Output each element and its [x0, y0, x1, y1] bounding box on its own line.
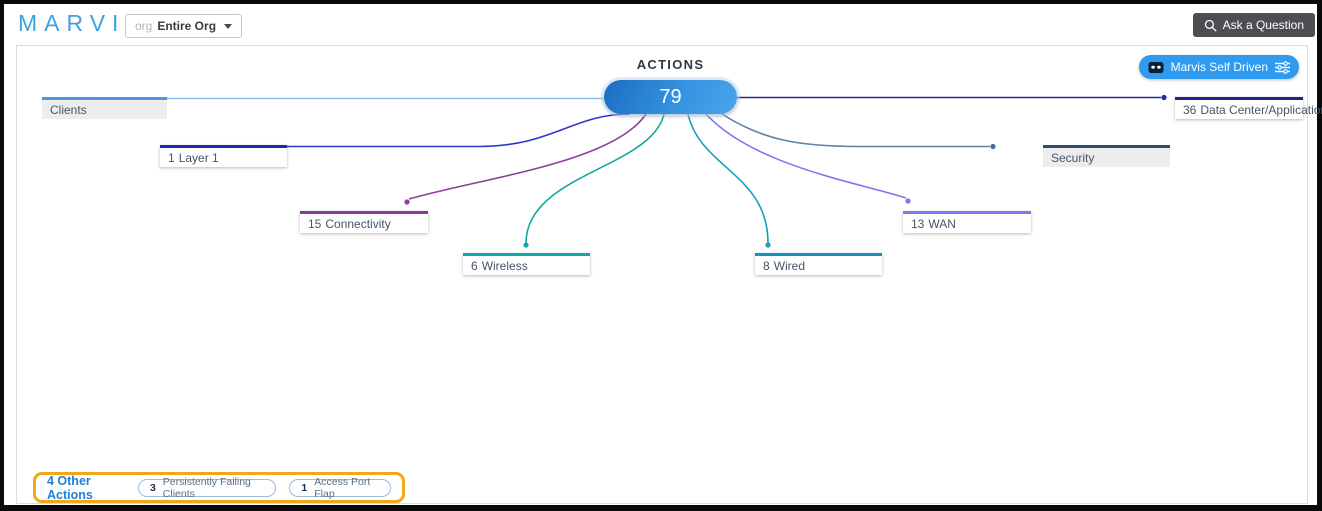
edge-dot-datacenter	[1161, 94, 1167, 101]
edge-wireless	[525, 113, 665, 244]
edge-dot-security	[990, 143, 996, 150]
node-label: Layer 1	[178, 150, 219, 165]
edge-dot-wired	[765, 242, 771, 248]
marvis-self-driven-button[interactable]: Marvis Self Driven	[1138, 55, 1299, 79]
node-label: Connectivity	[325, 216, 391, 231]
node-datacenter[interactable]: 36 Data Center/Application	[1175, 97, 1322, 119]
org-scope-dropdown[interactable]: org Entire Org	[125, 14, 243, 38]
sliders-icon	[1275, 60, 1290, 74]
node-count: 8	[763, 258, 770, 273]
marvis-self-driven-label: Marvis Self Driven	[1170, 60, 1268, 74]
connector-edges	[167, 94, 1167, 248]
node-count: 1	[168, 150, 175, 165]
node-count: 15	[308, 216, 322, 231]
edge-layer1	[287, 113, 631, 148]
ask-a-question-label: Ask a Question	[1222, 18, 1304, 32]
chevron-down-icon	[224, 23, 233, 29]
other-action-label: Access Port Flap	[314, 475, 371, 500]
node-label: Wired	[773, 258, 806, 273]
other-action-count: 3	[149, 481, 156, 494]
actions-total-node[interactable]: 79	[604, 80, 737, 114]
search-icon	[1204, 19, 1217, 32]
edge-connectivity	[408, 113, 647, 200]
other-actions-highlight: 4 Other Actions 3 Persistently Failing C…	[33, 472, 405, 503]
node-security[interactable]: Security	[1043, 145, 1170, 167]
node-wan[interactable]: 13 WAN	[903, 211, 1031, 233]
actions-title: ACTIONS	[636, 57, 705, 72]
other-action-persistently-failing-clients[interactable]: 3 Persistently Failing Clients	[137, 475, 277, 500]
node-wireless[interactable]: 6 Wireless	[463, 253, 590, 275]
other-actions-link[interactable]: 4 Other Actions	[47, 473, 93, 502]
node-count: 6	[471, 258, 478, 273]
node-label: Clients	[50, 102, 87, 117]
top-header: MARVIS org Entire Org Ask a Question	[4, 4, 1317, 45]
marvis-logo: MARVIS	[18, 10, 148, 36]
edge-dot-wireless	[523, 242, 529, 248]
node-label: Security	[1051, 150, 1095, 165]
edge-security	[721, 113, 990, 148]
node-label: Data Center/Application	[1200, 102, 1322, 117]
node-count: 13	[911, 216, 925, 231]
other-action-count: 1	[301, 481, 308, 494]
actions-topology-canvas: ACTIONS 79 Marvis Self Driven	[16, 45, 1322, 504]
actions-total-count: 79	[659, 85, 682, 108]
edge-wan	[705, 113, 907, 199]
node-wired[interactable]: 8 Wired	[755, 253, 882, 275]
other-action-label: Persistently Failing Clients	[162, 475, 251, 500]
node-label: WAN	[928, 216, 956, 231]
node-count: 36	[1183, 102, 1197, 117]
robot-icon	[1148, 61, 1164, 73]
other-action-access-port-flap[interactable]: 1 Access Port Flap	[289, 475, 391, 500]
edge-dot-connectivity	[404, 199, 410, 205]
node-clients[interactable]: Clients	[42, 97, 167, 119]
marvis-app-window: MARVIS org Entire Org Ask a Question	[4, 4, 1322, 505]
edge-dot-wan	[905, 198, 911, 204]
org-scope-label: org	[135, 19, 153, 33]
ask-a-question-button[interactable]: Ask a Question	[1192, 13, 1315, 37]
org-scope-value: Entire Org	[157, 19, 217, 33]
node-label: Wireless	[481, 258, 528, 273]
node-layer1[interactable]: 1 Layer 1	[160, 145, 287, 167]
node-connectivity[interactable]: 15 Connectivity	[300, 211, 428, 233]
edge-wired	[687, 113, 769, 244]
